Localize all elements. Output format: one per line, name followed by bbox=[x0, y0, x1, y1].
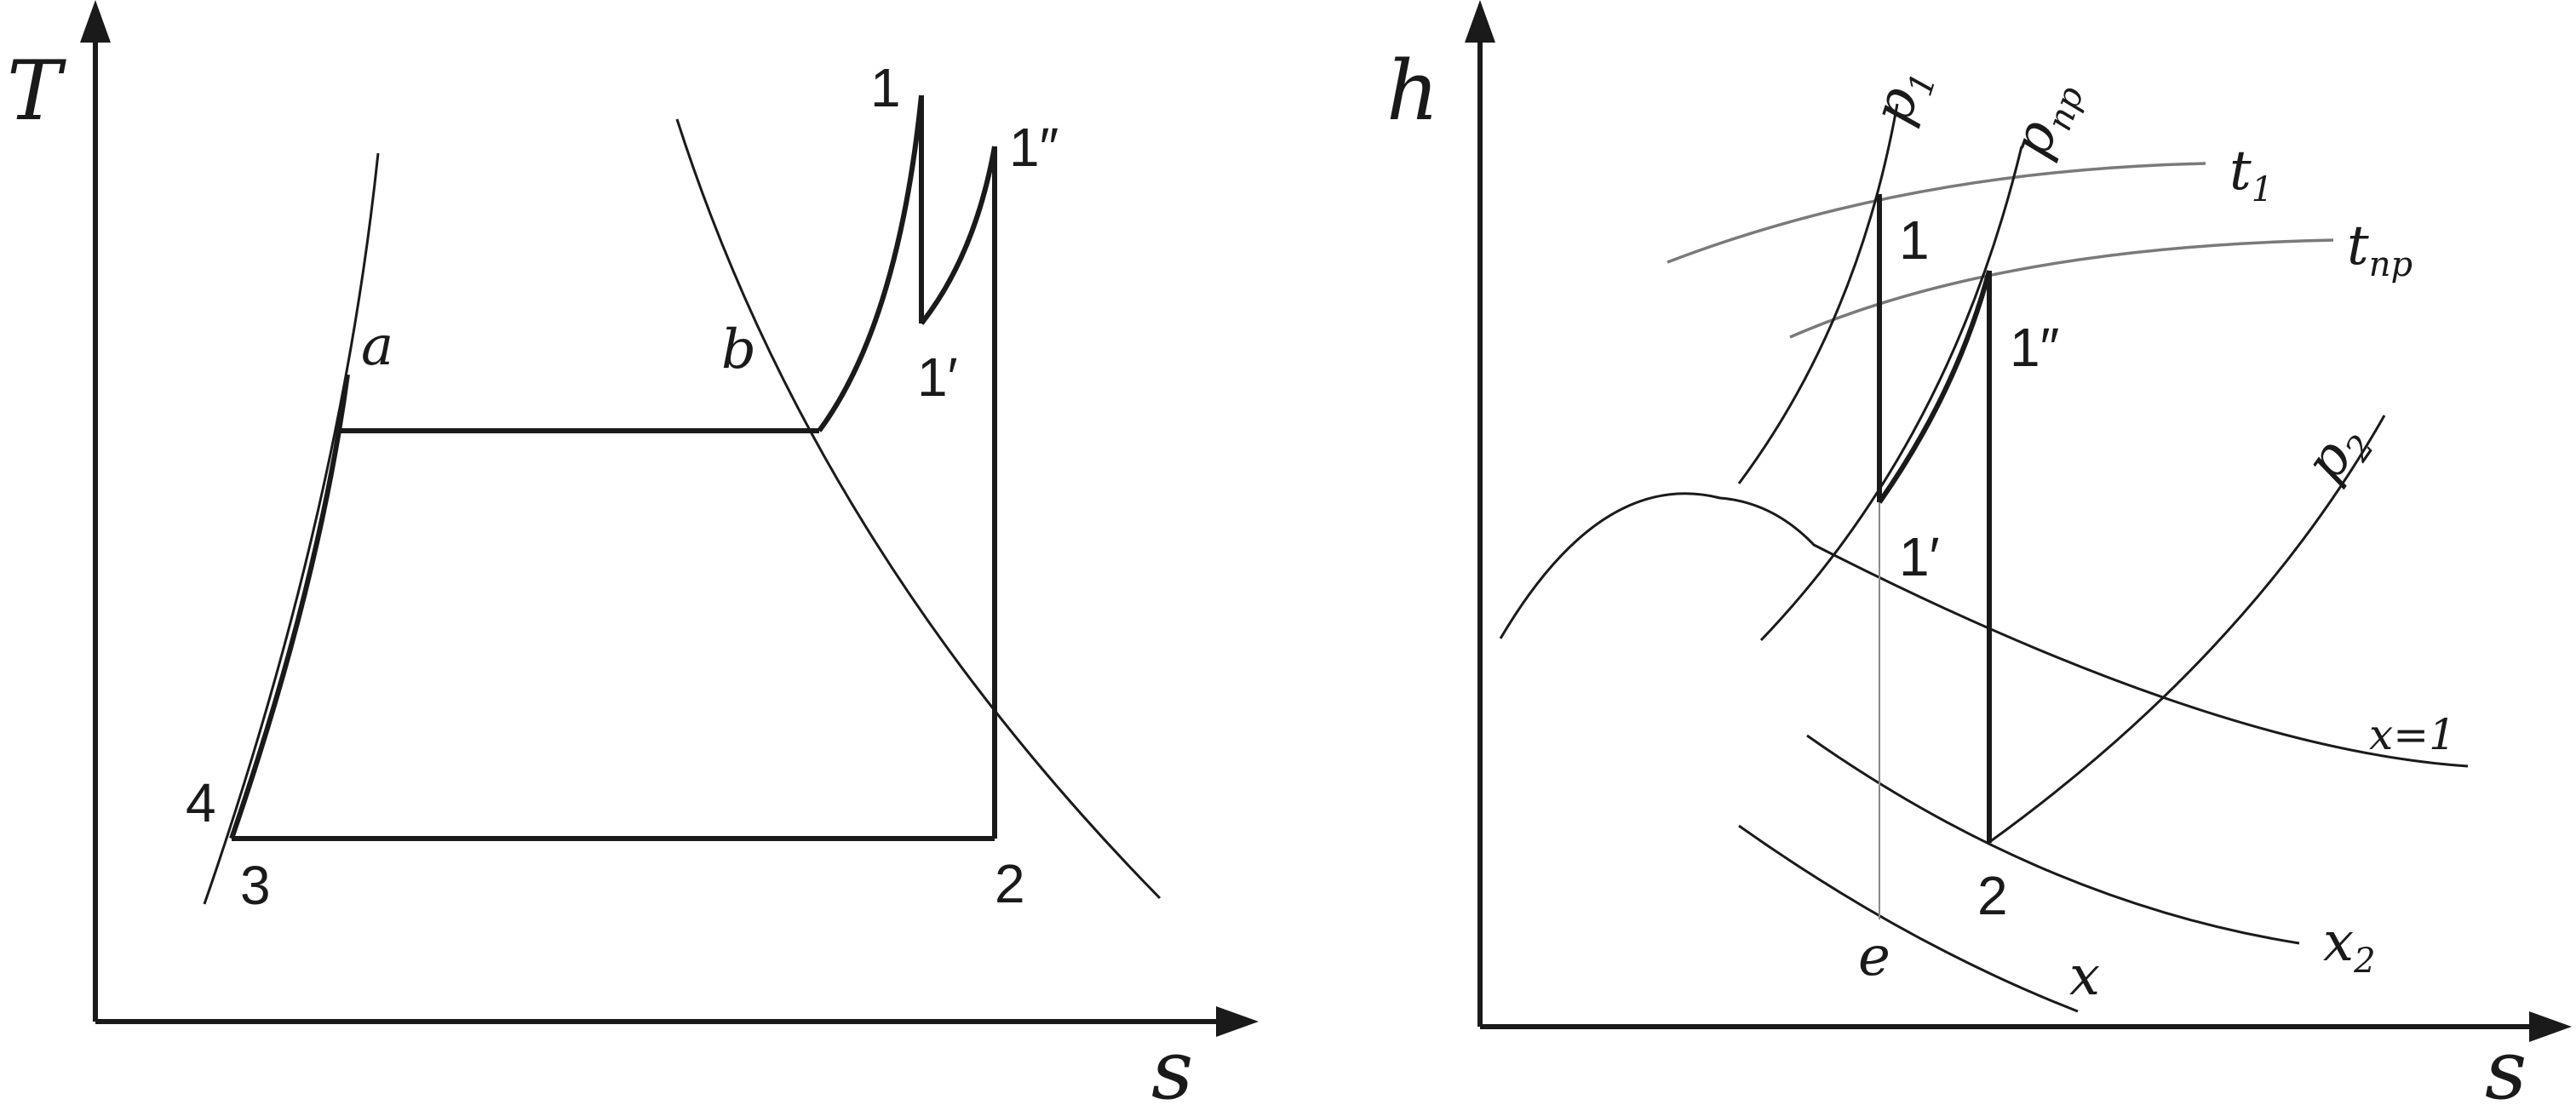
hs-isotherm-tnp bbox=[1789, 238, 2334, 339]
hs-diagram: 1 1″ 1′ 2 e t1 tnp p1 pnp p2 x=1 x2 x h … bbox=[1386, 0, 2572, 1105]
hs-dryness-line-x2 bbox=[1806, 734, 2300, 945]
hs-label-isotherm-t1-sub: 1 bbox=[2252, 170, 2273, 209]
ts-label-point-4: 4 bbox=[186, 772, 216, 833]
hs-label-point-1: 1 bbox=[1899, 209, 1930, 271]
hs-label-isobar-pnp: pnp bbox=[1999, 71, 2091, 169]
hs-label-point-1-prime: 1′ bbox=[1899, 526, 1940, 587]
hs-label-isotherm-tnp-main: t bbox=[2347, 215, 2369, 278]
hs-label-isotherm-tnp: tnp bbox=[2347, 215, 2412, 284]
hs-label-dryness-x2: x2 bbox=[2323, 911, 2376, 981]
ts-x-axis-arrow bbox=[1216, 1006, 1259, 1037]
hs-cycle-reheat bbox=[1877, 270, 1992, 504]
hs-label-dryness-x2-sub: 2 bbox=[2353, 942, 2375, 981]
ts-label-point-a: a bbox=[361, 315, 393, 378]
hs-isobar-p1 bbox=[1737, 103, 1899, 484]
hs-label-x-equals-1: x=1 bbox=[2369, 710, 2456, 759]
hs-y-axis-arrow bbox=[1465, 0, 1495, 43]
ts-saturated-liquid-curve bbox=[203, 152, 380, 905]
hs-label-isobar-p1: p1 bbox=[1861, 59, 1945, 135]
ts-label-point-1-prime: 1′ bbox=[917, 346, 958, 408]
ts-label-point-1-double-prime: 1″ bbox=[1009, 117, 1059, 178]
hs-isobar-pnp bbox=[1759, 146, 2023, 642]
ts-x-axis-label: s bbox=[1151, 1022, 1193, 1105]
hs-label-isotherm-t1-main: t bbox=[2229, 140, 2252, 203]
ts-label-point-3: 3 bbox=[240, 855, 271, 916]
hs-label-point-1-double-prime: 1″ bbox=[2010, 317, 2059, 378]
hs-isotherm-t1 bbox=[1667, 162, 2206, 264]
hs-label-isobar-p2: p2 bbox=[2292, 410, 2382, 496]
hs-y-axis-label: h bbox=[1386, 43, 1439, 139]
hs-x-axis-label: s bbox=[2485, 1022, 2527, 1105]
ts-diagram: 1 1″ 1′ a b 2 3 4 T s bbox=[7, 0, 1259, 1105]
hs-label-isotherm-t1: t1 bbox=[2229, 140, 2273, 209]
hs-x-axis-arrow bbox=[2529, 1011, 2572, 1042]
ts-saturated-vapor-curve bbox=[675, 118, 1162, 900]
ts-cycle-superheat bbox=[817, 94, 924, 432]
hs-label-point-e: e bbox=[1858, 925, 1890, 988]
ts-y-axis-label: T bbox=[7, 43, 66, 139]
ts-label-point-1: 1 bbox=[870, 57, 901, 118]
ts-label-point-2: 2 bbox=[995, 853, 1025, 914]
hs-label-dryness-x2-main: x bbox=[2323, 911, 2354, 974]
hs-label-dryness-x: x bbox=[2069, 945, 2100, 1008]
hs-saturation-curve-x1 bbox=[1499, 492, 2469, 768]
hs-dryness-line-x bbox=[1738, 824, 2079, 1013]
hs-label-isotherm-tnp-sub: np bbox=[2369, 245, 2412, 284]
ts-cycle-reheat bbox=[919, 146, 997, 325]
ts-label-point-b: b bbox=[721, 318, 756, 381]
hs-label-point-2: 2 bbox=[1977, 865, 2008, 926]
ts-y-axis-arrow bbox=[80, 0, 111, 43]
ts-cycle-liquid-heating bbox=[229, 374, 350, 839]
hs-isobar-p2 bbox=[1988, 415, 2386, 844]
